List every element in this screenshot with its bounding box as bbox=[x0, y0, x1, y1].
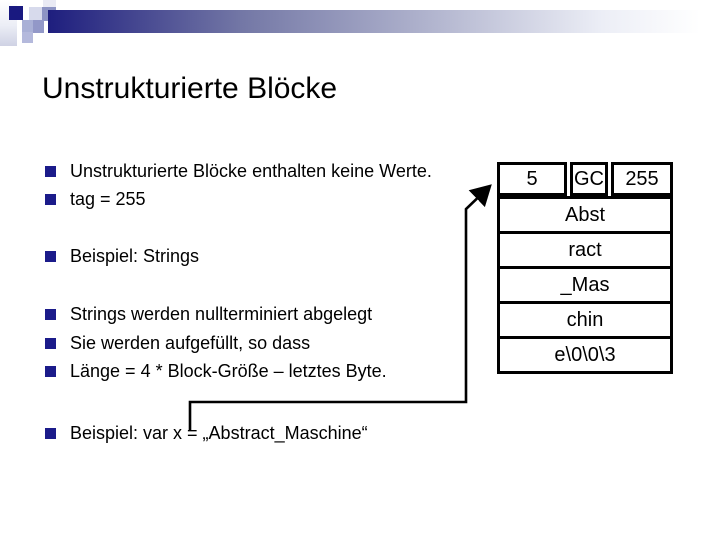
memory-header-cell-size: 5 bbox=[497, 162, 567, 196]
bullet-square-icon bbox=[45, 251, 56, 262]
bullet-item: Länge = 4 * Block-Größe – letztes Byte. bbox=[45, 360, 387, 382]
memory-data-row: _Mas bbox=[497, 266, 673, 304]
bullet-item: tag = 255 bbox=[45, 188, 146, 210]
memory-data-row: Abst bbox=[497, 196, 673, 234]
memory-header-cell-gc: GC bbox=[570, 162, 608, 196]
bullet-text: Sie werden aufgefüllt, so dass bbox=[70, 333, 311, 353]
bullet-square-icon bbox=[45, 194, 56, 205]
memory-data-row: ract bbox=[497, 231, 673, 269]
bullet-item: Strings werden nullterminiert abgelegt bbox=[45, 303, 372, 325]
bullet-square-icon bbox=[45, 366, 56, 377]
bullet-item: Unstrukturierte Blöcke enthalten keine W… bbox=[45, 160, 432, 182]
memory-data-row: e\0\0\3 bbox=[497, 336, 673, 374]
deco-square bbox=[33, 20, 44, 33]
bullet-item: Beispiel: Strings bbox=[45, 245, 199, 267]
bullet-square-icon bbox=[45, 428, 56, 439]
page-title: Unstrukturierte Blöcke bbox=[42, 72, 338, 105]
bullet-text: Unstrukturierte Blöcke enthalten keine W… bbox=[70, 161, 432, 181]
memory-data-row: chin bbox=[497, 301, 673, 339]
header-gradient-bar bbox=[48, 10, 700, 33]
bullet-item: Sie werden aufgefüllt, so dass bbox=[45, 332, 310, 354]
bullet-text: Beispiel: Strings bbox=[70, 246, 200, 266]
bullet-text: tag = 255 bbox=[70, 189, 146, 209]
deco-square bbox=[22, 20, 33, 32]
bullet-square-icon bbox=[45, 338, 56, 349]
bullet-square-icon bbox=[45, 309, 56, 320]
memory-header-row: 5 GC 255 bbox=[497, 162, 673, 196]
memory-block-diagram: 5 GC 255 Abst ract _Mas chin e\0\0\3 bbox=[497, 162, 673, 374]
deco-square bbox=[9, 6, 23, 20]
bullet-text: Strings werden nullterminiert abgelegt bbox=[70, 304, 373, 324]
memory-header-cell-tag: 255 bbox=[611, 162, 673, 196]
bullet-text: Länge = 4 * Block-Größe – letztes Byte. bbox=[70, 361, 387, 381]
deco-square bbox=[22, 32, 33, 43]
bullet-text: Beispiel: var x = „Abstract_Maschine“ bbox=[70, 423, 368, 443]
bullet-item: Beispiel: var x = „Abstract_Maschine“ bbox=[45, 422, 368, 444]
deco-square bbox=[29, 7, 42, 20]
bullet-square-icon bbox=[45, 166, 56, 177]
